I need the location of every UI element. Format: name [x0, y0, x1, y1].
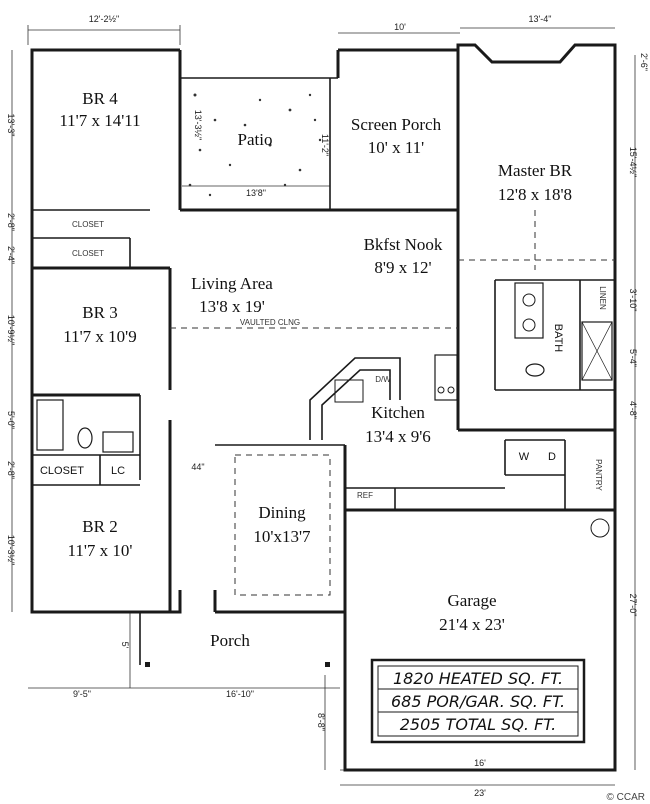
dim-left-b: 2'-4" — [6, 246, 16, 264]
vaulted-label: VAULTED CLNG — [240, 318, 300, 327]
ref-label: REF — [357, 491, 373, 500]
screen-porch-name: Screen Porch — [351, 115, 442, 134]
dim-top-right: 13'-4" — [529, 14, 552, 24]
dryer-label: D — [548, 451, 556, 463]
garage-size: 21'4 x 23' — [439, 615, 505, 634]
dim-bottom-garage-b: 23' — [474, 788, 486, 798]
dim-right-a: 2'-6" — [639, 53, 649, 71]
dim-screen-porch-height: 11'-2" — [320, 134, 330, 156]
closet-label: CLOSET — [40, 465, 84, 477]
exterior-walls — [30, 43, 617, 772]
kitchen-size: 13'4 x 9'6 — [365, 427, 431, 446]
dim-left-d: 2'-8" — [6, 461, 16, 479]
closet-br3-label: CLOSET — [72, 249, 104, 258]
washer-label: W — [519, 451, 530, 463]
linen-label: LINEN — [598, 286, 607, 310]
dim-left-br4: 13'-3" — [6, 114, 16, 137]
porch-name: Porch — [210, 631, 250, 650]
living-area-size: 13'8 x 19' — [199, 297, 265, 316]
dashed-openings — [170, 210, 615, 329]
dim-left-br2: 10'-3½" — [6, 535, 16, 565]
br2-size: 11'7 x 10' — [68, 541, 133, 560]
dim-bottom-mid: 16'-10" — [226, 689, 254, 699]
br3-name: BR 3 — [82, 303, 117, 322]
porch-garage-sqft: 685 POR/GAR. SQ. FT. — [391, 692, 565, 711]
master-br-size: 12'8 x 18'8 — [498, 185, 572, 204]
garage-name: Garage — [447, 591, 496, 610]
master-br-name: Master BR — [498, 161, 573, 180]
ccar-watermark: © CCAR — [607, 792, 645, 803]
dim-top-mid: 10' — [394, 22, 406, 32]
dimension-lines — [11, 25, 636, 786]
lc-label: LC — [111, 465, 125, 477]
dishwasher-label: D/W — [375, 375, 391, 384]
dim-garage-depth: 8'-8" — [316, 713, 326, 731]
br4-size: 11'7 x 14'11 — [59, 111, 140, 130]
br4-name: BR 4 — [82, 89, 118, 108]
dim-right-c: 5'-4" — [628, 349, 638, 367]
dining-size: 10'x13'7 — [253, 527, 311, 546]
total-sqft: 2505 TOTAL SQ. FT. — [400, 715, 557, 734]
area-summary-box: 1820 HEATED SQ. FT. 685 POR/GAR. SQ. FT.… — [370, 658, 586, 744]
dim-porch-depth: 5' — [120, 642, 130, 649]
dim-patio-height: 13'-3½" — [193, 110, 203, 140]
br3-size: 11'7 x 10'9 — [63, 327, 137, 346]
interior-walls — [32, 209, 615, 667]
dim-left-a: 2'-8" — [6, 213, 16, 231]
bkfst-nook-size: 8'9 x 12' — [374, 258, 431, 277]
kitchen-name: Kitchen — [371, 403, 425, 422]
patio-name: Patio — [238, 130, 273, 149]
pantry-label: PANTRY — [594, 459, 603, 491]
dim-right-master: 15'-4½" — [628, 147, 638, 177]
dim-bottom-left: 9'-5" — [73, 689, 91, 699]
dim-hall: 44" — [191, 462, 204, 472]
dim-right-d: 4'-8" — [628, 401, 638, 419]
dim-right-b: 3'-10" — [628, 289, 638, 312]
heated-sqft: 1820 HEATED SQ. FT. — [393, 669, 563, 688]
dim-left-br3: 10'-9½" — [6, 315, 16, 345]
bkfst-nook-name: Bkfst Nook — [364, 235, 443, 254]
bath-label: BATH — [552, 324, 564, 353]
closet-br4-label: CLOSET — [72, 220, 104, 229]
dim-left-c: 5'-0" — [6, 411, 16, 429]
dim-bottom-garage-a: 16' — [474, 758, 486, 768]
dim-patio-width: 13'8" — [246, 188, 266, 198]
screen-porch-size: 10' x 11' — [368, 138, 425, 157]
dim-top-left: 12'-2½" — [89, 14, 119, 24]
br2-name: BR 2 — [82, 517, 117, 536]
living-area-name: Living Area — [191, 274, 273, 293]
dim-right-garage: 27'-0" — [628, 594, 638, 617]
dining-name: Dining — [258, 503, 306, 522]
patio-texture — [188, 93, 322, 197]
